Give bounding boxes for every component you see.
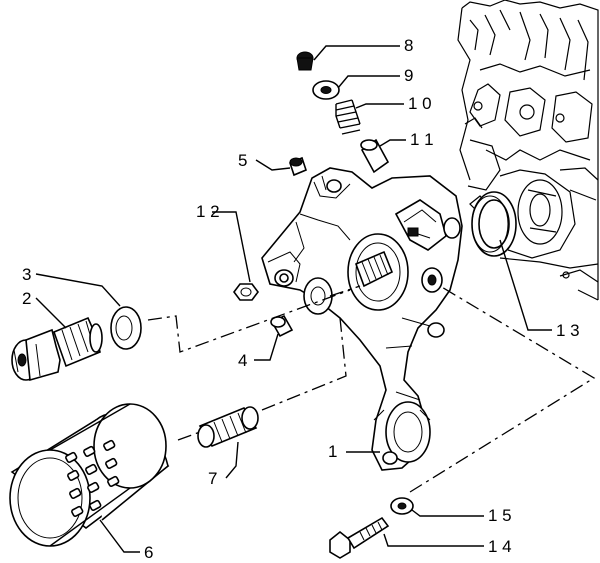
part-3-washer (110, 306, 142, 350)
callout-3: 3 (22, 265, 31, 284)
callout-14: 1 4 (488, 537, 512, 556)
part-2-union-bolt (11, 316, 103, 382)
part-12-nut (233, 283, 259, 301)
part-13-seal-ring (471, 191, 517, 257)
leader-lines (35, 45, 552, 553)
callout-11: 1 1 (410, 130, 434, 149)
callout-15: 1 5 (488, 506, 512, 525)
callout-labels: 8 9 1 0 1 1 5 1 2 3 2 4 1 3 1 7 6 1 5 1 … (22, 36, 580, 562)
callout-9: 9 (404, 66, 413, 85)
assembly-axis-lines (147, 285, 596, 493)
part-15-washer (390, 497, 414, 515)
callout-4: 4 (238, 351, 247, 370)
part-5-plug (289, 156, 307, 177)
part-14-bolt (329, 516, 390, 559)
callout-6: 6 (144, 543, 153, 562)
callout-2: 2 (22, 289, 31, 308)
callout-5: 5 (238, 151, 247, 170)
part-9-washer (312, 80, 340, 100)
engine-block-illustration (457, 0, 599, 301)
part-7-threaded-nipple (197, 406, 259, 448)
callout-8: 8 (404, 36, 413, 55)
callout-1: 1 (328, 442, 337, 461)
callout-10: 1 0 (408, 94, 432, 113)
callout-12: 1 2 (196, 202, 220, 221)
callout-13: 1 3 (556, 321, 580, 340)
part-10-spring (335, 99, 361, 135)
callout-7: 7 (208, 469, 217, 488)
part-11-piston (360, 138, 390, 174)
part-6-oil-filter (9, 403, 170, 547)
part-8-cap (296, 51, 314, 71)
part-1-filter-support-body (261, 167, 463, 471)
part-4-plug (270, 314, 294, 338)
